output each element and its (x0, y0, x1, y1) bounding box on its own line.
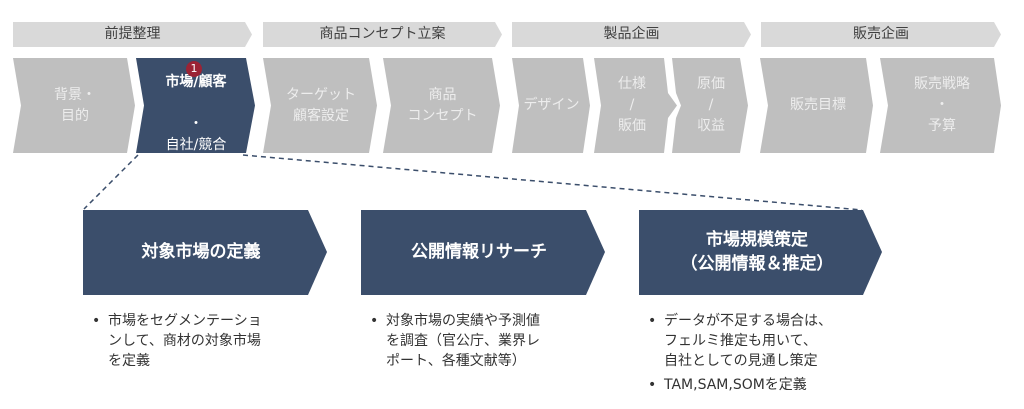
detail-bullets-market-sizing: データが不足する場合は、 フェルミ推定も用いて、 自社としての見通し策定 TAM… (642, 311, 902, 399)
step-chevron-background[interactable] (13, 58, 135, 153)
detail-card-market-sizing (639, 210, 882, 295)
step-chevron-market[interactable] (136, 58, 255, 153)
step-chevron-concept[interactable] (383, 58, 500, 153)
phase-bar-product-planning (512, 22, 751, 47)
bullet-item: 対象市場の実績や予測値 を調査（官公庁、業界レ ポート、各種文献等） (364, 311, 604, 371)
step-chevron-target[interactable] (263, 58, 377, 153)
bullet-item: TAM,SAM,SOMを定義 (642, 375, 902, 395)
step-chevron-cost[interactable] (672, 58, 748, 153)
phase-bar-prerequisites (13, 22, 252, 47)
step-badge: 1 (186, 61, 202, 77)
bullet-item: 市場をセグメンテーショ ンして、商材の対象市場 を定義 (86, 311, 326, 371)
step-chevron-spec[interactable] (594, 58, 677, 153)
connector-left (83, 154, 139, 210)
step-chevron-sales-target[interactable] (760, 58, 873, 153)
detail-card-public-research (361, 210, 605, 295)
detail-card-market-definition (83, 210, 327, 295)
step-chevron-design[interactable] (512, 58, 590, 153)
detail-bullets-public-research: 対象市場の実績や予測値 を調査（官公庁、業界レ ポート、各種文献等） (364, 311, 604, 375)
detail-bullets-market-definition: 市場をセグメンテーショ ンして、商材の対象市場 を定義 (86, 311, 326, 375)
bullet-item: データが不足する場合は、 フェルミ推定も用いて、 自社としての見通し策定 (642, 311, 902, 371)
phase-bar-sales-planning (761, 22, 1001, 47)
phase-bar-concept (263, 22, 502, 47)
connector-right (242, 154, 863, 211)
step-chevron-sales-strategy[interactable] (880, 58, 1001, 153)
